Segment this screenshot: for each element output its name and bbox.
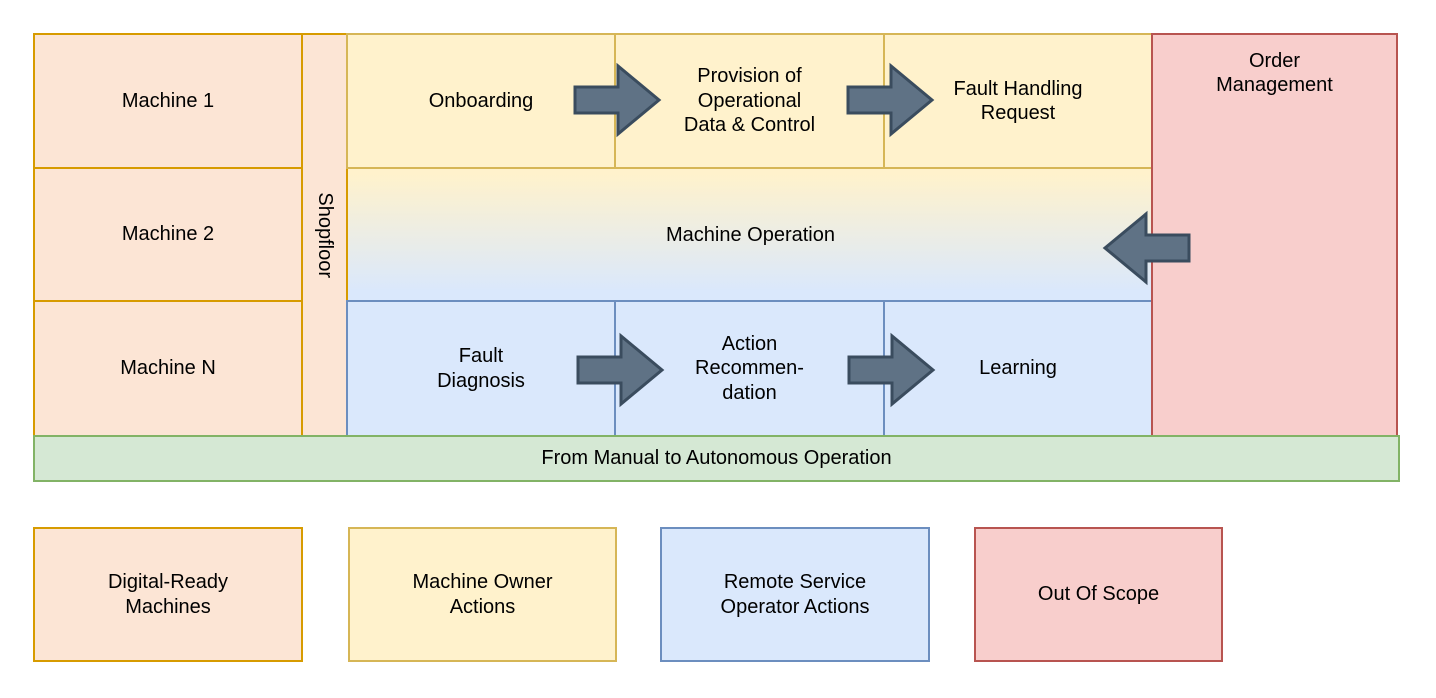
machine-1-box: Machine 1 [33,33,303,169]
bottom-banner: From Manual to Autonomous Operation [33,435,1400,482]
arrow-right-icon [576,332,665,408]
shopfloor-label: Shopfloor [313,192,336,278]
legend-remote-service-operator-actions: Remote Service Operator Actions [660,527,930,662]
machine-operation-band: Machine Operation [348,169,1153,302]
order-management-box: Order Management [1151,33,1398,437]
legend-out-of-scope: Out Of Scope [974,527,1223,662]
legend-machine-owner-actions: Machine Owner Actions [348,527,617,662]
legend-digital-ready-machines: Digital-Ready Machines [33,527,303,662]
machine-n-box: Machine N [33,300,303,437]
arrow-right-icon [573,62,662,138]
arrow-right-icon [847,332,936,408]
onboarding-box: Onboarding [346,33,616,169]
arrow-right-icon [846,62,935,138]
shopfloor-band: Shopfloor [301,33,348,437]
arrow-left-icon [1102,210,1191,286]
machine-2-box: Machine 2 [33,167,303,302]
